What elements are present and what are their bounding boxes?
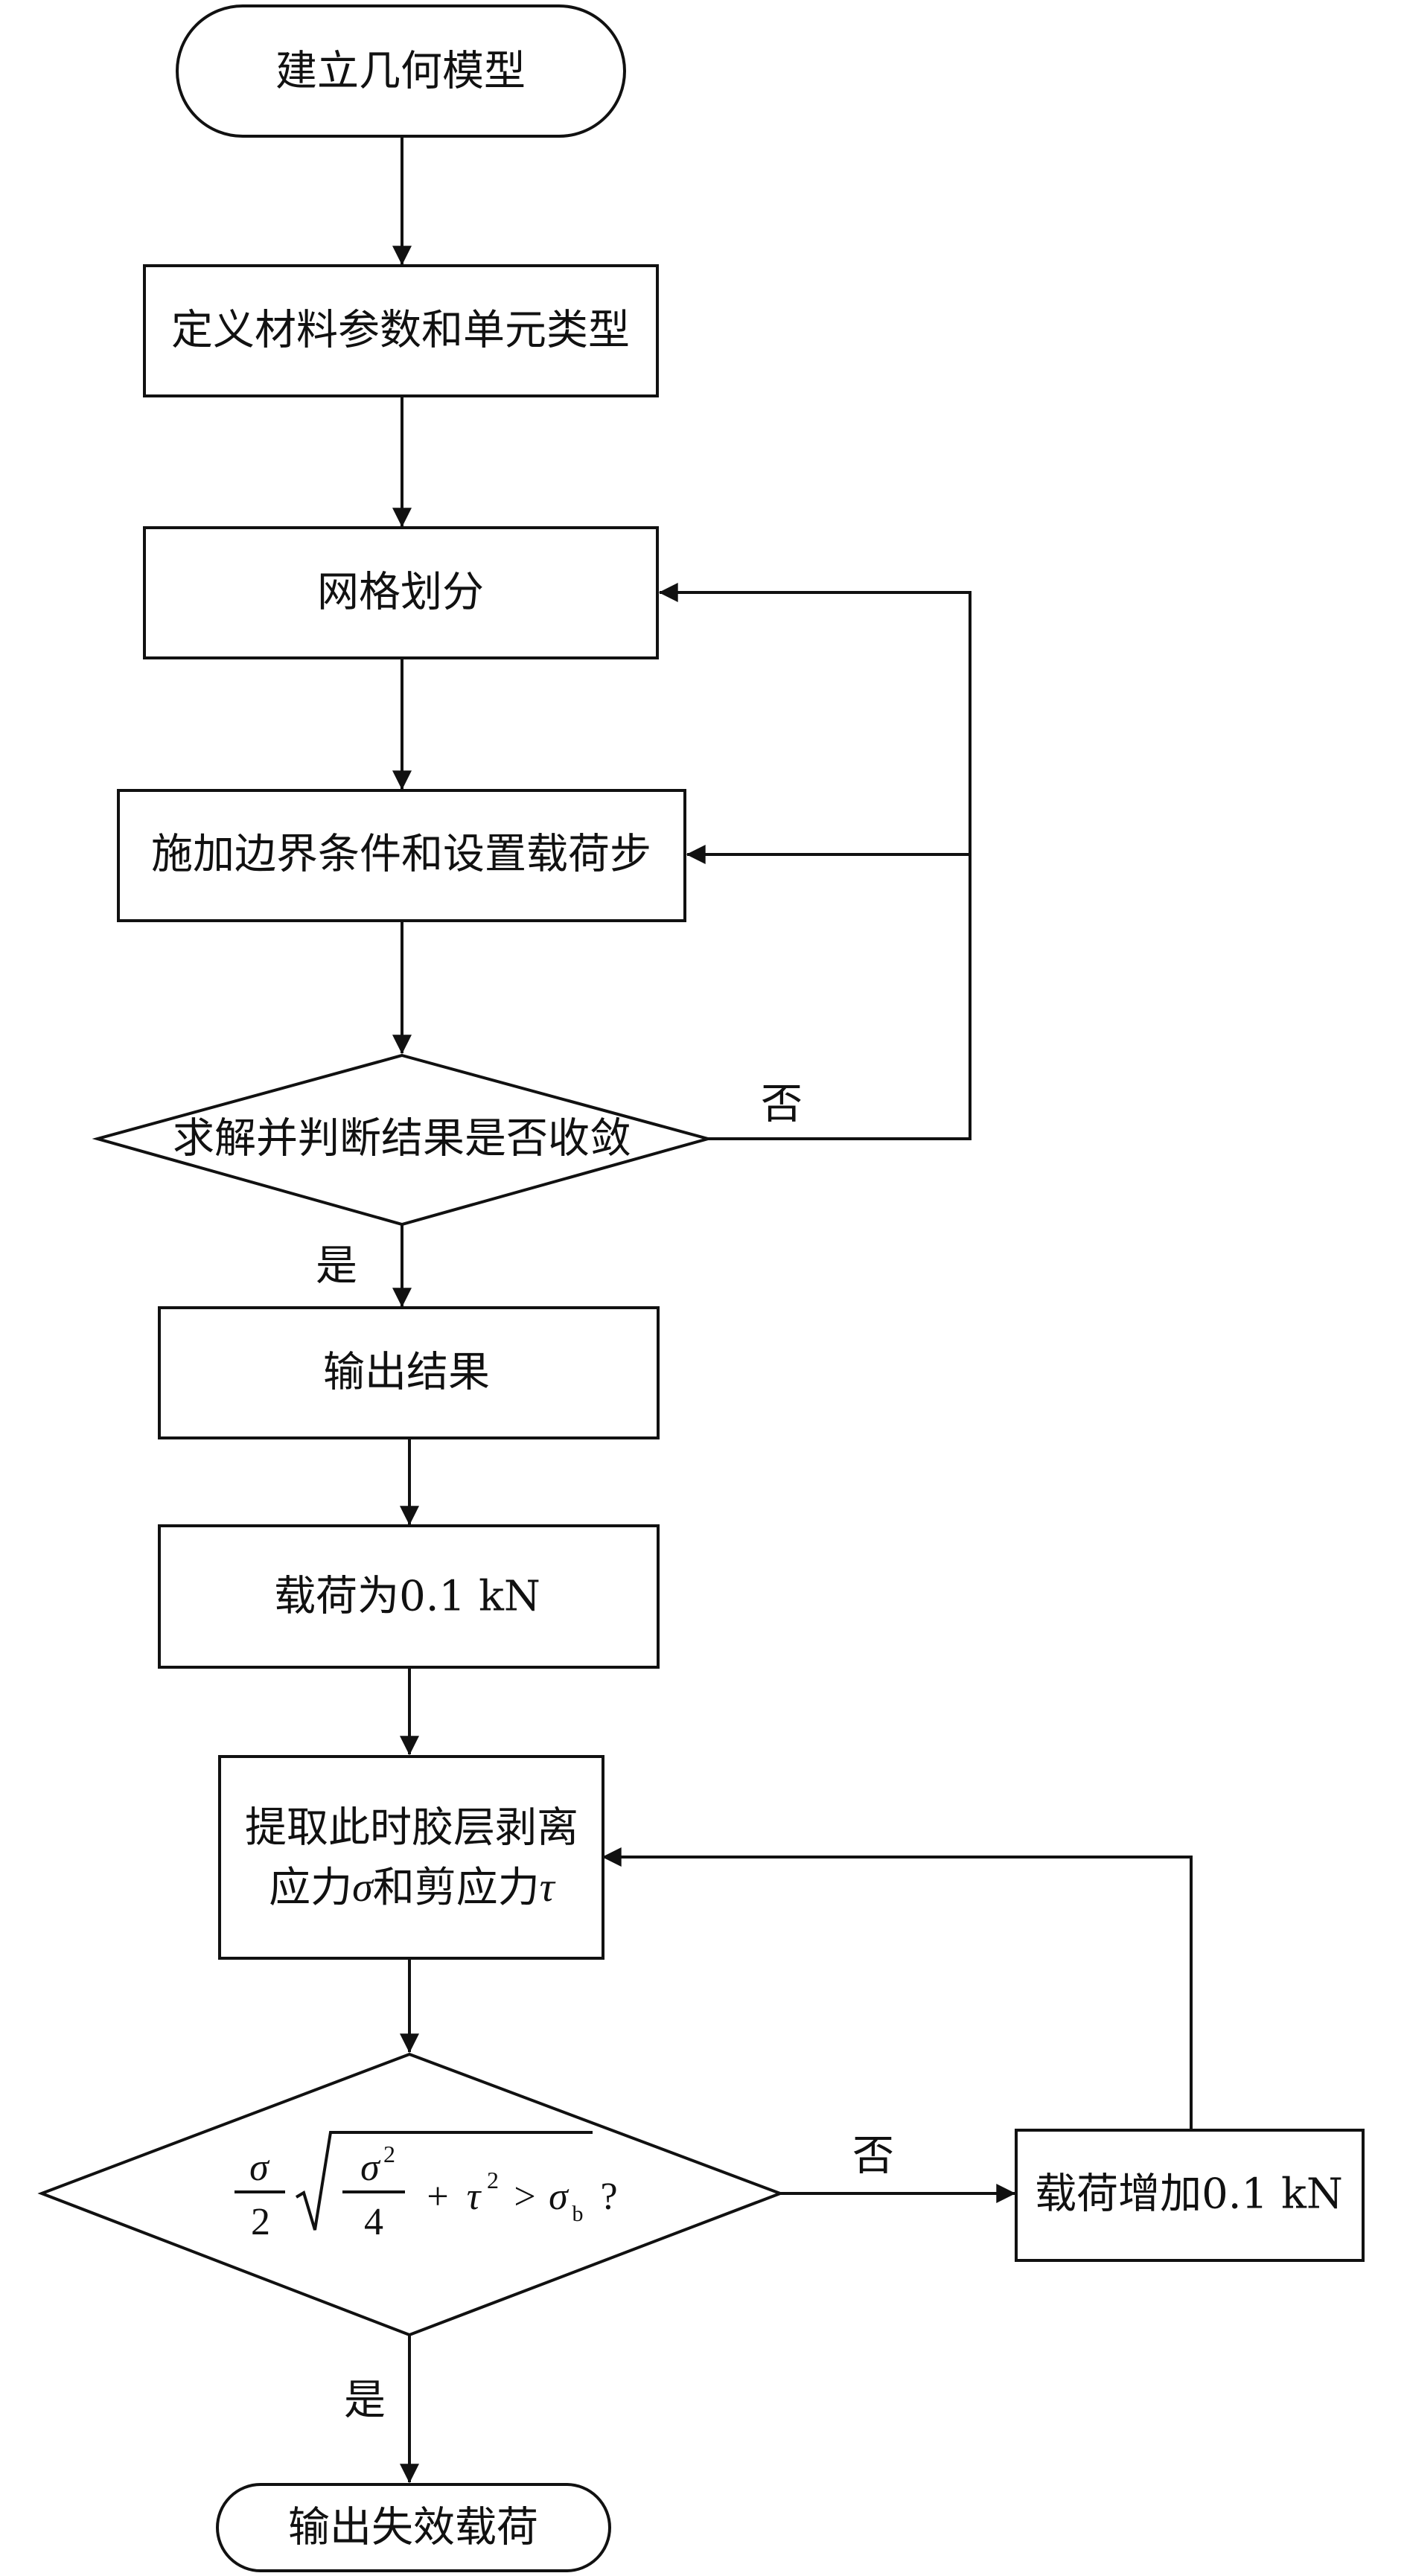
formula-radical xyxy=(295,2131,593,2231)
extract-text-stress: 应力 xyxy=(269,1864,352,1912)
formula-greater-than: > xyxy=(514,2176,535,2218)
extract-tau-symbol: τ xyxy=(540,1864,556,1911)
formula-exp-tau: 2 xyxy=(487,2167,499,2193)
increase-step-box xyxy=(1015,2129,1365,2262)
formula-question: ? xyxy=(600,2176,617,2218)
start-terminal-shape xyxy=(176,4,626,138)
solve-no-label: 否 xyxy=(761,1081,803,1129)
criterion-no-label: 否 xyxy=(852,2132,894,2181)
extract-label-line2: 应力σ和剪应力τ xyxy=(269,1864,556,1912)
arrow-solve-loop-to-mesh xyxy=(658,583,972,1140)
solve-decision-diamond xyxy=(92,1053,714,1227)
start-label: 建立几何模型 xyxy=(275,48,526,96)
output-label: 输出结果 xyxy=(323,1349,490,1397)
criterion-yes-label: 是 xyxy=(344,2377,386,2425)
solve-yes-label: 是 xyxy=(316,1242,357,1291)
increase-label: 载荷增加0.1 kN xyxy=(1035,2170,1343,2219)
mesh-step-box xyxy=(143,526,659,659)
define-label: 定义材料参数和单元类型 xyxy=(171,307,630,355)
formula-two: 2 xyxy=(251,2201,270,2243)
arrow-increase-to-extract xyxy=(602,1847,1193,2130)
formula-tau: τ xyxy=(467,2176,482,2218)
solve-label: 求解并判断结果是否收敛 xyxy=(173,1115,631,1163)
boundary-step-box xyxy=(117,789,686,922)
formula-sub-b: b xyxy=(572,2202,584,2226)
load-step: 载荷为0.1 kN xyxy=(158,1524,660,1669)
extract-text-shear: 和剪应力 xyxy=(373,1864,540,1912)
end-terminal: 输出失效载荷 xyxy=(216,2483,611,2572)
formula-plus: + xyxy=(427,2176,448,2218)
extract-step-box xyxy=(218,1755,604,1960)
mesh-label: 网格划分 xyxy=(317,569,484,617)
end-label: 输出失效载荷 xyxy=(288,2504,538,2552)
start-terminal: 建立几何模型 xyxy=(176,4,626,138)
output-step: 输出结果 xyxy=(158,1306,660,1439)
criterion-decision: σ 2 σ 2 4 + τ 2 > σ b ? xyxy=(37,2052,785,2337)
formula-sigma: σ xyxy=(249,2147,270,2189)
load-step-box xyxy=(158,1524,660,1669)
boundary-label: 施加边界条件和设置载荷步 xyxy=(151,831,651,879)
increase-step: 载荷增加0.1 kN xyxy=(1015,2129,1365,2262)
end-terminal-shape xyxy=(216,2483,611,2572)
boundary-step: 施加边界条件和设置载荷步 xyxy=(117,789,686,922)
formula-exp-sigma: 2 xyxy=(383,2141,395,2167)
connectors xyxy=(392,136,1193,2484)
formula-sigma-b: σ xyxy=(549,2176,570,2218)
extract-step: 提取此时胶层剥离 应力σ和剪应力τ xyxy=(218,1755,604,1960)
criterion-formula: σ 2 σ 2 4 + τ 2 > σ b ? xyxy=(234,2131,618,2243)
formula-sigma-sq: σ xyxy=(360,2147,381,2189)
formula-four: 4 xyxy=(364,2201,383,2243)
extract-sigma-symbol: σ xyxy=(352,1864,374,1911)
extract-label-line1: 提取此时胶层剥离 xyxy=(245,1804,578,1853)
criterion-decision-diamond xyxy=(37,2052,785,2337)
define-step-box xyxy=(143,264,659,397)
load-label: 载荷为0.1 kN xyxy=(274,1573,540,1621)
output-step-box xyxy=(158,1306,660,1439)
mesh-step: 网格划分 xyxy=(143,526,659,659)
define-step: 定义材料参数和单元类型 xyxy=(143,264,659,397)
solve-decision: 求解并判断结果是否收敛 xyxy=(92,1053,714,1227)
